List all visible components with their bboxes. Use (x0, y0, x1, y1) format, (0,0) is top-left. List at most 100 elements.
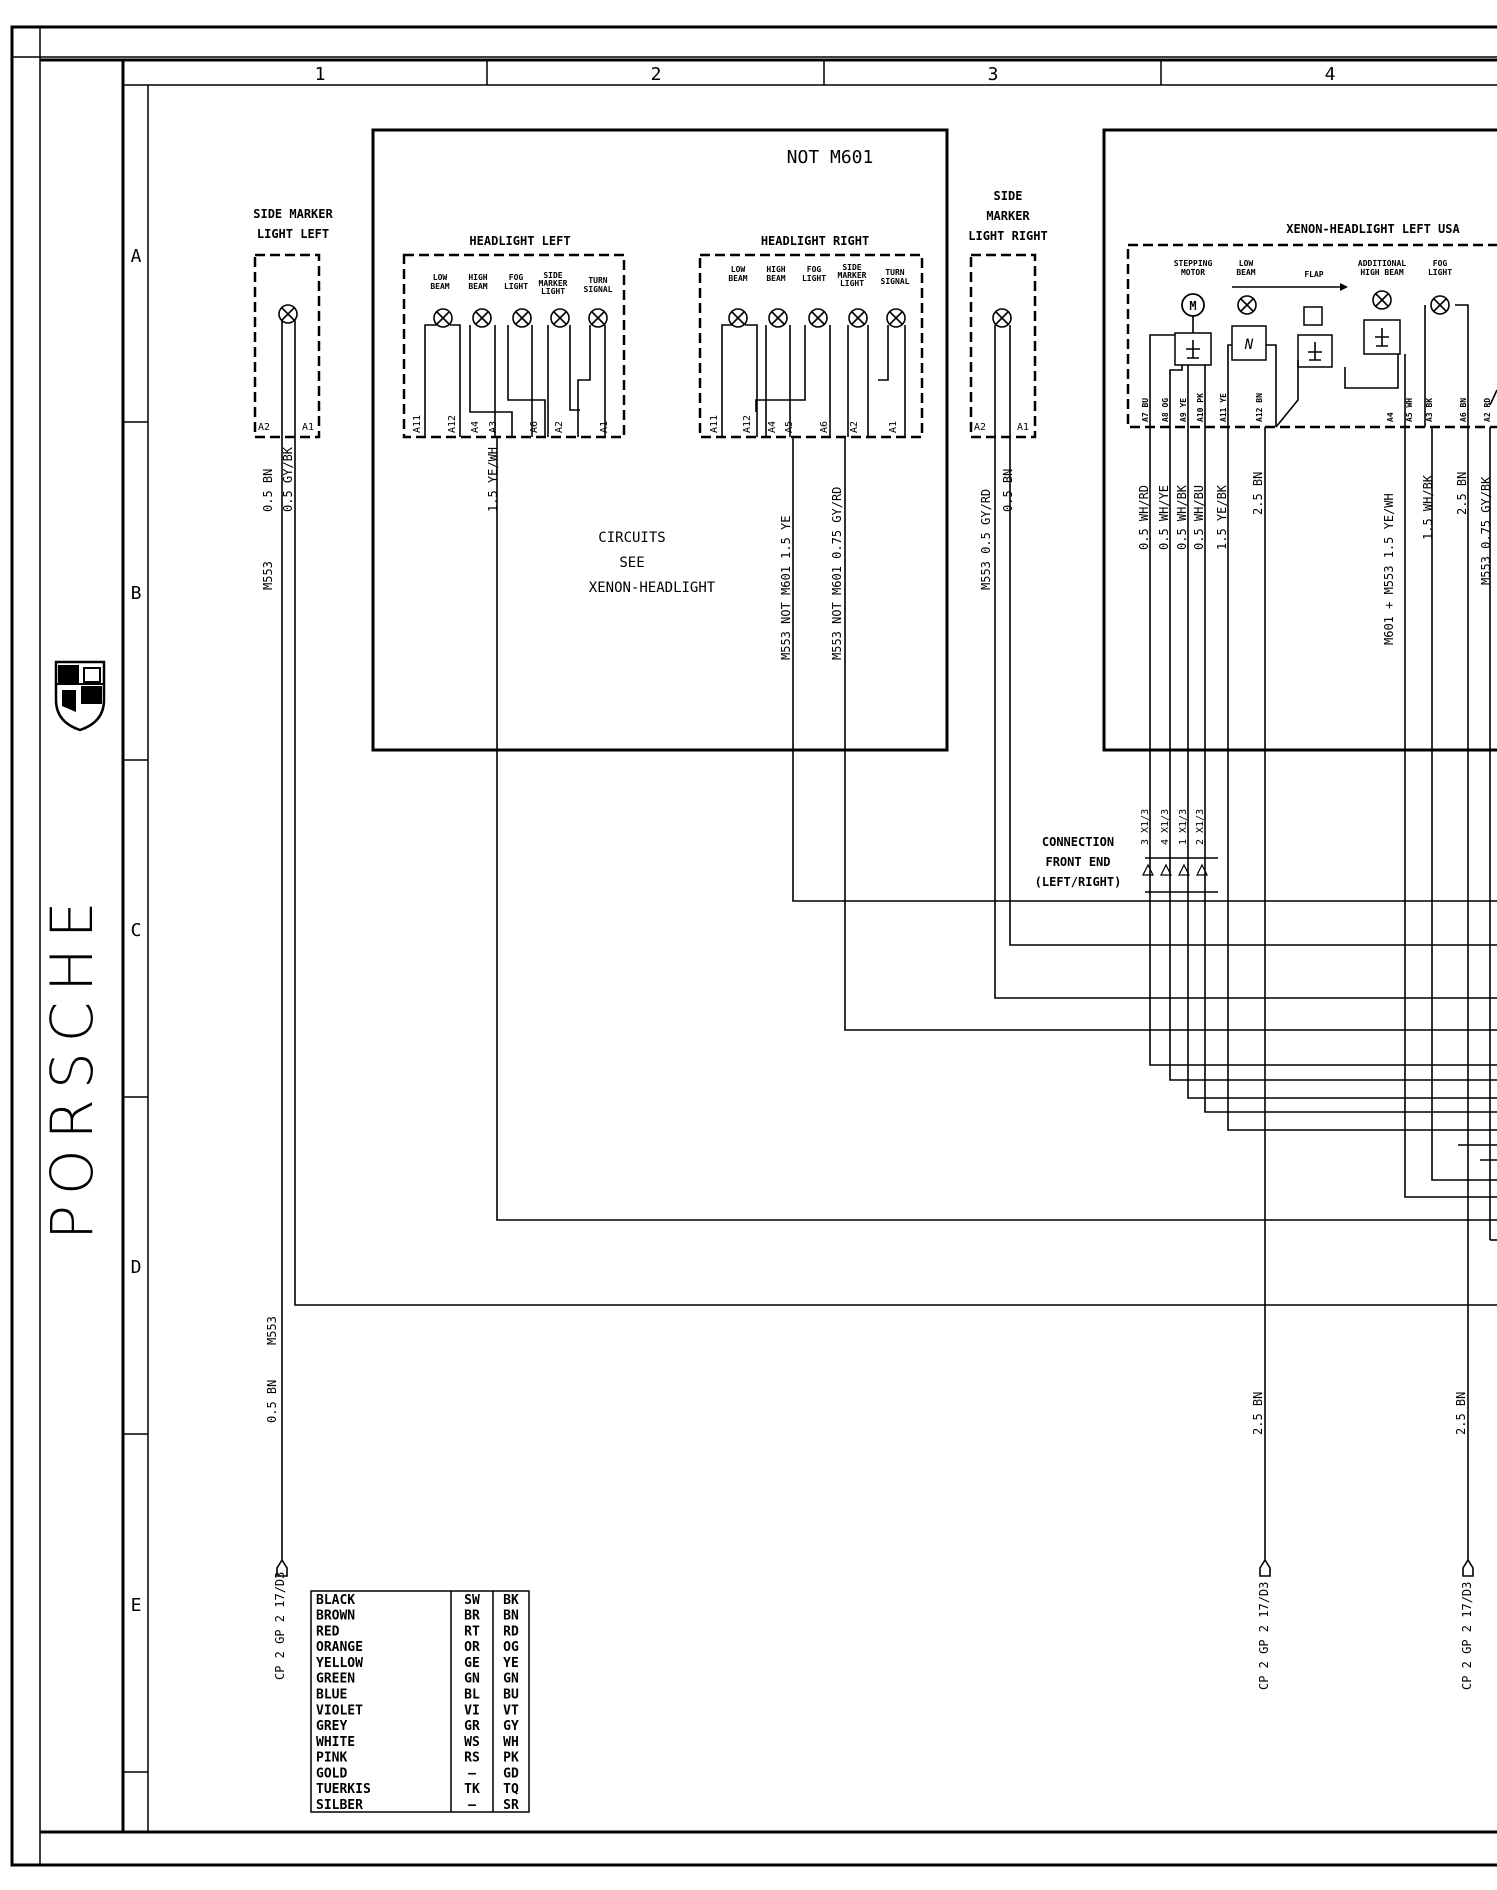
component-label: HIGH BEAM (1360, 268, 1404, 277)
pin-label: A11 (709, 415, 720, 433)
legend-en: VT (503, 1703, 519, 1718)
component-title: HEADLIGHT RIGHT (761, 234, 869, 248)
circuits-note: CIRCUITS SEE XENON-HEADLIGHT (589, 530, 716, 596)
wire-label: 0.5 WH/RD (1137, 485, 1151, 550)
svg-text:SEE: SEE (619, 555, 644, 571)
pin-label: A2 (258, 422, 270, 433)
pin-label: A4 (767, 421, 778, 433)
pin-label: A10 PK (1196, 393, 1205, 422)
pin-label: A5 (784, 421, 795, 433)
wire-label: 1.5 YE/WH (486, 447, 500, 512)
svg-text:2.5 BN: 2.5 BN (1251, 1392, 1265, 1435)
pin-label: A1 (888, 421, 899, 433)
svg-text:XENON-HEADLIGHT: XENON-HEADLIGHT (589, 580, 716, 596)
svg-text:0.5 BN: 0.5 BN (265, 1380, 279, 1423)
component-label: FLAP (1304, 270, 1323, 279)
pin-label: A2 (974, 422, 986, 433)
component-title: SIDE MARKER (253, 207, 333, 221)
svg-text:M553: M553 (265, 1316, 279, 1345)
legend-name: GOLD (316, 1766, 347, 1781)
row-label: D (131, 1257, 142, 1278)
svg-text:FRONT END: FRONT END (1045, 855, 1110, 869)
component-title: SIDE (994, 189, 1023, 203)
headlight-right: HEADLIGHT RIGHT LOW BEAM HIGH BEAM FOG L… (698, 234, 924, 439)
row-label: E (131, 1595, 142, 1616)
svg-text:2.5 BN: 2.5 BN (1454, 1392, 1468, 1435)
pin-label: A2 (849, 421, 860, 433)
component-label: MOTOR (1181, 268, 1205, 277)
column-label: 3 (988, 64, 999, 85)
pin-label: A9 YE (1179, 398, 1188, 422)
pin-label: A2 RD (1483, 398, 1492, 422)
pin-label: A7 BU (1141, 398, 1150, 422)
wire-label: M553 0.5 GY/RD (979, 489, 993, 590)
pin-label: A4 (470, 421, 481, 433)
bulb-label: MARKER (838, 271, 867, 280)
wire-label: 0.5 BN (1001, 469, 1015, 512)
pin-label: A2 (554, 421, 565, 433)
legend-de: WS (464, 1735, 480, 1750)
wire-label: 0.5 GY/BK (281, 446, 295, 512)
row-label: C (131, 920, 142, 941)
pin-label: A12 BN (1255, 393, 1264, 422)
wire-label: 2.5 BN (1455, 472, 1469, 515)
svg-text:M: M (1189, 299, 1196, 313)
legend-name: GREY (316, 1719, 347, 1734)
bulb-label: SIGNAL (584, 285, 613, 294)
legend-de: BL (464, 1688, 480, 1703)
legend-en: PK (503, 1751, 519, 1766)
legend-en: RD (503, 1624, 519, 1639)
legend-en: GN (503, 1672, 519, 1687)
legend-de: BR (464, 1609, 480, 1624)
ground-right: 2.5 BN CP 2 GP 2 17/D3 (1454, 1392, 1474, 1690)
porsche-crest-icon (54, 660, 106, 732)
pin-label: A12 (742, 415, 753, 433)
column-label: 4 (1325, 64, 1336, 85)
component-label: LIGHT (1428, 268, 1452, 277)
bulb-label: TURN (588, 276, 607, 285)
legend-name: BLACK (316, 1593, 355, 1608)
pin-label: A4 (1386, 412, 1395, 422)
svg-text:CIRCUITS: CIRCUITS (598, 530, 665, 546)
legend-name: ORANGE (316, 1640, 363, 1655)
row-label: A (131, 246, 142, 267)
bulb-label: SIGNAL (881, 277, 910, 286)
legend-de: SW (464, 1593, 480, 1608)
row-labels: A B C D E (131, 246, 142, 1616)
legend-de: — (468, 1798, 476, 1813)
wire-label: 2.5 BN (1251, 472, 1265, 515)
component-title: LIGHT RIGHT (968, 229, 1047, 243)
wire-label: 0.5 WH/YE (1157, 485, 1171, 550)
wire-label: M553 NOT M601 0.75 GY/RD (830, 487, 844, 660)
ground-left: M553 0.5 BN CP 2 GP 2 17/D3 (265, 1316, 288, 1680)
bulb-label: LIGHT (541, 287, 565, 296)
component-label: BEAM (1236, 268, 1255, 277)
wire-label: 0.5 BN (261, 469, 275, 512)
legend-name: WHITE (316, 1735, 355, 1750)
pin-label: A1 (1017, 422, 1029, 433)
pin-label: A1 (599, 421, 610, 433)
bulb-label: SIDE (543, 271, 562, 280)
legend-de: GR (464, 1719, 480, 1734)
component-title: MARKER (986, 209, 1030, 223)
bulb-label: MARKER (539, 279, 568, 288)
component-label: LOW (1239, 259, 1254, 268)
pin-label: 2 X1/3 (1195, 809, 1206, 845)
bulb-label: FOG (509, 273, 524, 282)
legend-en: SR (503, 1798, 519, 1813)
svg-text:CONNECTION: CONNECTION (1042, 835, 1114, 849)
legend-en: OG (503, 1640, 519, 1655)
not-m601-label: NOT M601 (787, 147, 874, 168)
svg-text:CP 2 GP 2 17/D3: CP 2 GP 2 17/D3 (1257, 1582, 1271, 1690)
legend-en: WH (503, 1735, 519, 1750)
legend-name: BLUE (316, 1688, 347, 1703)
legend-name: GREEN (316, 1672, 355, 1687)
wire-harness (281, 427, 1497, 1560)
wire-label: 1.5 YE/BK (1215, 484, 1229, 550)
legend-name: SILBER (316, 1798, 363, 1813)
bulb-label: LIGHT (504, 282, 528, 291)
pin-label: 4 X1/3 (1160, 809, 1171, 845)
component-label: STEPPING (1174, 259, 1213, 268)
